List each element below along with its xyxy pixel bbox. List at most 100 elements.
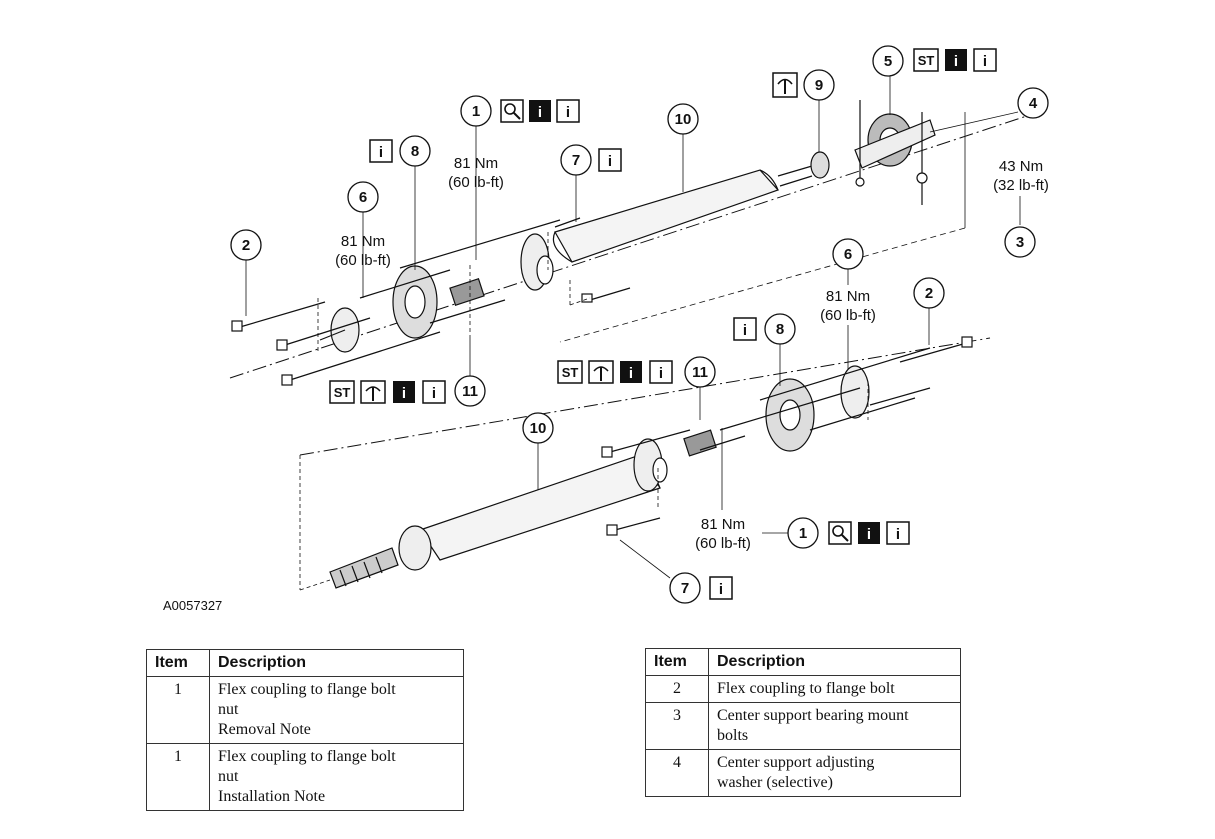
callout-7-bottom: 7: [669, 572, 701, 604]
info-filled-icon: i: [945, 49, 967, 71]
item-number: 4: [645, 749, 709, 797]
special-tool-icon: ST: [913, 48, 939, 72]
svg-text:6: 6: [359, 189, 367, 206]
callout-5: 5: [872, 45, 904, 77]
col-header-item: Item: [146, 649, 210, 677]
torque-1-lbft: (60 lb-ft): [448, 174, 504, 191]
callout-6-top: 6: [347, 181, 379, 213]
info-outline-icon: i: [422, 380, 446, 404]
icons-callout-11-mid: ST i i: [557, 360, 673, 384]
torque-1-nm: 81 Nm: [454, 155, 498, 172]
info-outline-icon: i: [369, 139, 393, 163]
svg-text:11: 11: [692, 364, 708, 381]
callout-4: 4: [1017, 87, 1049, 119]
torque-6-lbft: (60 lb-ft): [335, 252, 391, 269]
torque-labels: 81 Nm (60 lb-ft) 81 Nm (60 lb-ft) 43 Nm …: [335, 155, 1049, 552]
col-header-description: Description: [209, 649, 464, 677]
table-row: 3 Center support bearing mount bolts: [645, 702, 961, 750]
svg-text:4: 4: [1029, 95, 1038, 112]
puller-tool-icon: [588, 360, 614, 384]
legend-table-right: Item Description 2 Flex coupling to flan…: [645, 648, 961, 797]
bushing-11-lower: [683, 429, 717, 457]
icons-callout-1-top: i i: [500, 99, 580, 123]
callout-2-left: 2: [230, 229, 262, 261]
figure-id: A0057327: [163, 598, 223, 613]
svg-text:i: i: [743, 322, 747, 339]
driveshaft-tube-lower: [419, 454, 661, 561]
torque-1b-nm: 81 Nm: [701, 516, 745, 533]
svg-text:i: i: [659, 365, 663, 382]
magnifier-icon: [828, 521, 852, 545]
svg-text:i: i: [719, 581, 723, 598]
puller-tool-icon: [772, 72, 798, 98]
callout-7-top: 7: [560, 144, 592, 176]
info-outline-icon: i: [556, 99, 580, 123]
magnifier-icon: [500, 99, 524, 123]
item-description: Center support adjusting washer (selecti…: [708, 749, 961, 797]
table-row: 2 Flex coupling to flange bolt: [645, 675, 961, 703]
info-outline-icon: i: [886, 521, 910, 545]
svg-text:ST: ST: [562, 365, 579, 380]
icons-callout-9: [772, 72, 798, 98]
icons-callout-7-bottom: i: [709, 576, 733, 600]
info-filled-icon: i: [858, 522, 880, 544]
legend-table-left: Item Description 1 Flex coupling to flan…: [146, 649, 464, 811]
icons-callout-11-left: ST i i: [329, 380, 446, 404]
svg-text:i: i: [379, 144, 383, 161]
bolts-upper: [231, 217, 631, 386]
svg-text:8: 8: [411, 143, 419, 160]
special-tool-icon: ST: [329, 380, 355, 404]
torque-6-nm: 81 Nm: [341, 233, 385, 250]
col-header-item: Item: [645, 648, 709, 676]
svg-text:9: 9: [815, 77, 823, 94]
driveshaft-exploded-diagram: 1 2 3 4 5 6 6 7 7 8 8 9 10 10 11 11 2 1 …: [229, 45, 1049, 604]
svg-text:11: 11: [462, 383, 478, 400]
svg-text:ST: ST: [918, 53, 935, 68]
callout-2-right: 2: [913, 277, 945, 309]
svg-text:i: i: [867, 526, 871, 543]
info-filled-icon: i: [529, 100, 551, 122]
svg-text:5: 5: [884, 53, 892, 70]
info-filled-icon: i: [393, 381, 415, 403]
svg-text:7: 7: [681, 580, 689, 597]
callout-1-top: 1: [460, 95, 492, 127]
slip-yoke: [398, 525, 432, 571]
item-description: Flex coupling to flange bolt nut Removal…: [209, 676, 464, 744]
svg-text:10: 10: [530, 420, 547, 437]
info-outline-icon: i: [733, 317, 757, 341]
item-number: 1: [146, 676, 210, 744]
item-description: Center support bearing mount bolts: [708, 702, 961, 750]
svg-text:2: 2: [242, 237, 250, 254]
special-tool-icon: ST: [557, 360, 583, 384]
svg-text:1: 1: [799, 525, 807, 542]
svg-text:i: i: [896, 526, 900, 543]
info-outline-icon: i: [973, 48, 997, 72]
bolts-lower: [601, 336, 973, 536]
svg-text:ST: ST: [334, 385, 351, 400]
svg-text:8: 8: [776, 321, 784, 338]
item-description: Flex coupling to flange bolt: [708, 675, 961, 703]
bushing-11-upper: [449, 278, 485, 306]
svg-text:7: 7: [572, 152, 580, 169]
torque-6b-lbft: (60 lb-ft): [820, 307, 876, 324]
info-outline-icon: i: [598, 148, 622, 172]
callout-1-bottom: 1: [787, 517, 819, 549]
puller-tool-icon: [360, 380, 386, 404]
icons-callout-8-bottom: i: [733, 317, 757, 341]
callout-8-top: 8: [399, 135, 431, 167]
svg-text:2: 2: [925, 285, 933, 302]
callout-10-bottom: 10: [522, 412, 554, 444]
svg-text:i: i: [983, 53, 987, 70]
torque-6b-nm: 81 Nm: [826, 288, 870, 305]
callout-3: 3: [1004, 226, 1036, 258]
svg-text:i: i: [538, 104, 542, 121]
item-description: Flex coupling to flange bolt nut Install…: [209, 743, 464, 811]
torque-1b-lbft: (60 lb-ft): [695, 535, 751, 552]
icons-callout-7-top: i: [598, 148, 622, 172]
info-outline-icon: i: [649, 360, 673, 384]
torque-3-nm: 43 Nm: [999, 158, 1043, 175]
driveshaft-tube-upper: [554, 169, 780, 263]
table-row: 4 Center support adjusting washer (selec…: [645, 749, 961, 797]
callout-9: 9: [803, 69, 835, 101]
torque-3-lbft: (32 lb-ft): [993, 177, 1049, 194]
